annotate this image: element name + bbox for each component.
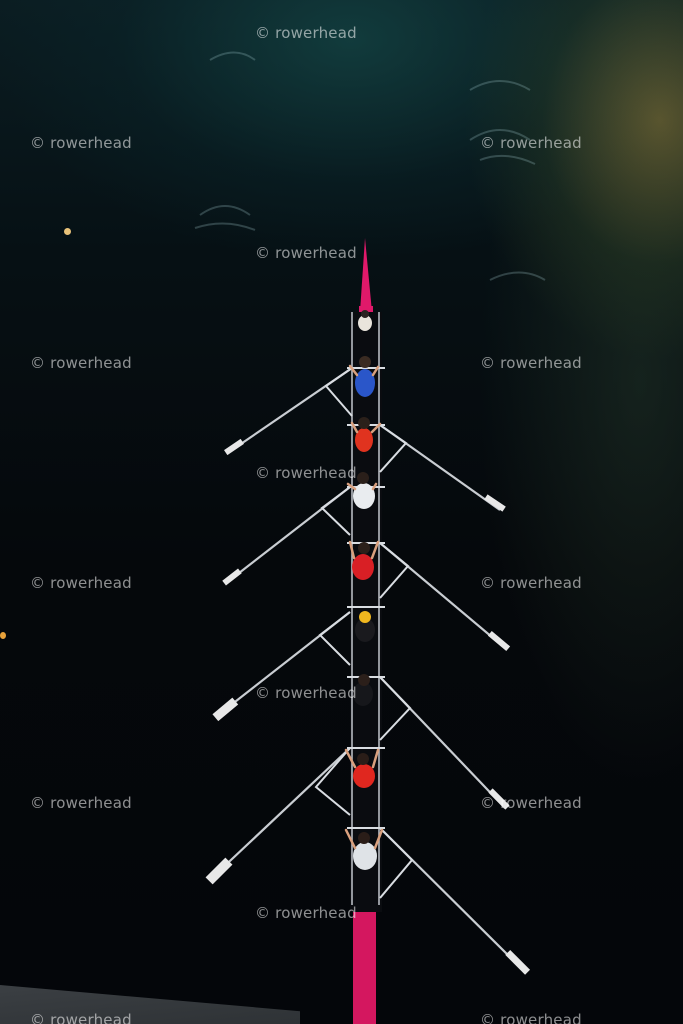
watermark: © rowerhead [30,134,132,152]
watermark: © rowerhead [30,354,132,372]
rower-arms [344,364,384,850]
watermark: © rowerhead [480,1011,582,1024]
watermark: © rowerhead [480,134,582,152]
watermark: © rowerhead [30,1011,132,1024]
watermark: © rowerhead [255,464,357,482]
buoy-edge [0,632,6,639]
buoy-left [64,228,71,235]
watermark: © rowerhead [255,684,357,702]
oar-blades [205,438,531,975]
watermark: © rowerhead [255,24,357,42]
watermark: © rowerhead [480,354,582,372]
watermark: © rowerhead [30,574,132,592]
water-ripples [194,51,546,281]
rowers [352,356,377,870]
watermark: © rowerhead [255,904,357,922]
riggers [314,367,414,899]
watermark: © rowerhead [255,244,357,262]
coxswain [358,310,372,331]
watermark: © rowerhead [480,794,582,812]
watermark: © rowerhead [480,574,582,592]
watermark: © rowerhead [30,794,132,812]
